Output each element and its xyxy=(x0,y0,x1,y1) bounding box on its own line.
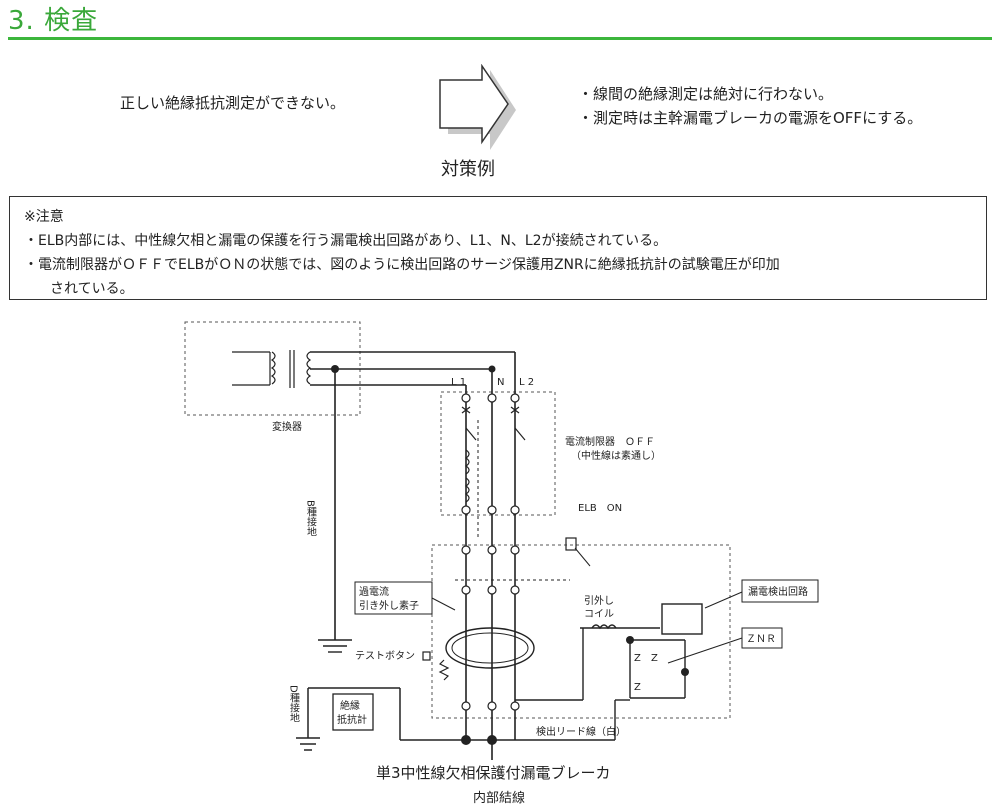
caution-line: ・電流制限器がＯＦＦでELBがＯＮの状態では、図のように検出回路のサージ保護用Z… xyxy=(24,257,780,273)
detection-wiring xyxy=(466,603,703,741)
leak-circuit-label: 漏電検出回路 xyxy=(748,585,808,598)
transformer-label: 変換器 xyxy=(272,420,302,433)
test-button-symbol xyxy=(422,651,450,681)
transformer-symbol xyxy=(232,350,312,388)
countermeasure-label: 対策例 xyxy=(441,159,495,180)
b-ground-label: B種接地 xyxy=(305,500,317,537)
limiter-label: 電流制限器 ＯＦＦ xyxy=(565,435,655,448)
caution-heading: ※注意 xyxy=(24,209,64,225)
problem-text: 正しい絶縁抵抗測定ができない。 xyxy=(120,94,346,112)
countermeasure-item: ・測定時は主幹漏電ブレーカの電源をOFFにする。 xyxy=(578,109,923,127)
znr-label: ＺＮＲ xyxy=(746,634,776,645)
junction-dot xyxy=(331,365,339,373)
current-limiter-box xyxy=(440,391,556,516)
meter-sublabel: 抵抗計 xyxy=(337,713,367,726)
countermeasure-list: ・線間の絶縁測定は絶対に行わない。 ・測定時は主幹漏電ブレーカの電源をOFFにす… xyxy=(578,82,922,130)
insulation-meter-box xyxy=(332,693,374,731)
right-arrow-icon xyxy=(439,64,516,150)
title-underline xyxy=(8,37,992,40)
test-button-label: テストボタン xyxy=(355,650,415,662)
caution-box: ※注意 ・ELB内部には、中性線欠相と漏電の保護を行う漏電検出回路があり、L1、… xyxy=(9,196,987,300)
main-conductors xyxy=(310,351,516,760)
terminal-label-l2: L 2 xyxy=(519,377,534,388)
wiring-diagram: 変換器 L 1 N L 2 電流制限器 ＯＦＦ （中性線は素通し） ELB ON… xyxy=(184,321,819,760)
d-ground-label: D種接地 xyxy=(288,685,300,723)
b-ground-symbol xyxy=(318,639,352,653)
overcurrent-label: 過電流 xyxy=(359,585,389,598)
caution-line: ・ELB内部には、中性線欠相と漏電の保護を行う漏電検出回路があり、L1、N、L2… xyxy=(24,233,668,249)
terminal-label-n: N xyxy=(497,377,504,388)
overcurrent-sublabel: 引き外し素子 xyxy=(359,599,419,612)
elb-terminals xyxy=(461,545,520,711)
caution-line: されている。 xyxy=(50,281,134,297)
znr-z-label: Z xyxy=(651,653,658,664)
znr-z-label: Z xyxy=(634,653,641,664)
elb-label: ELB ON xyxy=(578,503,622,514)
terminal-label-l1: L 1 xyxy=(451,377,466,388)
meter-label: 絶縁 xyxy=(340,699,360,712)
trip-coil-label: 引外し xyxy=(584,595,614,607)
leak-circuit-callout xyxy=(741,579,819,603)
trip-coil-sublabel: コイル xyxy=(584,609,614,620)
junction-dot xyxy=(488,365,496,373)
overcurrent-callout xyxy=(354,581,433,615)
limiter-contacts xyxy=(461,393,526,515)
znr-z-label: Z xyxy=(634,682,641,693)
limiter-sublabel: （中性線は素通し） xyxy=(571,449,661,462)
elb-box xyxy=(431,544,731,719)
lead-wire-label: 検出リード線（白） xyxy=(536,725,626,738)
meter-wiring xyxy=(296,687,466,751)
test-terminal xyxy=(565,537,577,551)
countermeasure-item: ・線間の絶縁測定は絶対に行わない。 xyxy=(578,85,834,103)
transformer-box xyxy=(184,321,361,416)
zct-ring xyxy=(445,627,535,669)
section-title: 3. 検査 xyxy=(8,6,99,36)
callout-leaders xyxy=(431,547,743,664)
figure-subcaption: 内部結線 xyxy=(473,791,526,806)
figure-caption: 単3中性線欠相保護付漏電ブレーカ xyxy=(376,764,611,782)
